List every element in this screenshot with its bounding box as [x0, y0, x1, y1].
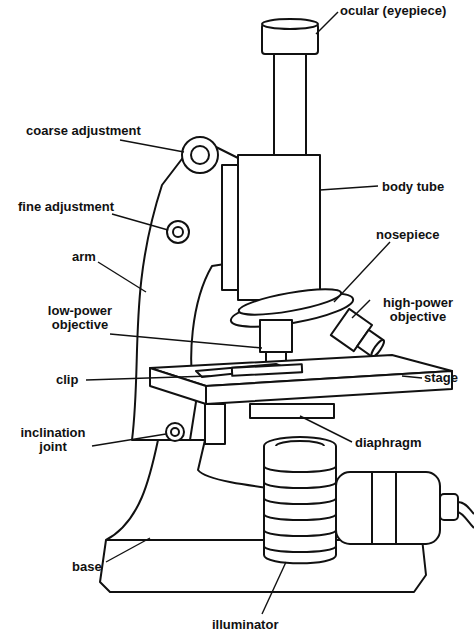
- part-label: arm: [72, 250, 96, 264]
- leader-line: [106, 538, 150, 562]
- joint-hub: [171, 428, 179, 436]
- leader-line: [352, 300, 370, 318]
- body-tube-shape: [238, 155, 320, 300]
- part-label: clip: [56, 373, 78, 387]
- lamp-housing: [336, 472, 440, 544]
- part-label: inclination joint: [8, 426, 98, 454]
- leader-line: [320, 186, 378, 190]
- leader-line: [98, 262, 146, 292]
- nosepiece-top: [237, 284, 343, 320]
- power-cord: [458, 502, 474, 528]
- diaphragm-shape: [250, 404, 334, 418]
- lamp-housing-rib: [372, 472, 396, 544]
- part-label: high-power objective: [366, 296, 470, 324]
- eyepiece-top: [262, 19, 318, 29]
- leader-line: [86, 376, 210, 380]
- leader-line: [300, 416, 352, 442]
- leader-line: [92, 434, 166, 446]
- leader-line: [334, 242, 390, 302]
- fine-knob-hub: [173, 227, 183, 237]
- part-label: body tube: [382, 180, 444, 194]
- part-label: fine adjustment: [18, 200, 114, 214]
- part-label: diaphragm: [355, 436, 421, 450]
- draw-tube: [274, 52, 306, 155]
- part-label: base: [72, 560, 102, 574]
- lamp-coil: [264, 466, 336, 552]
- part-label: coarse adjustment: [26, 124, 141, 138]
- leader-line: [120, 140, 184, 152]
- lamp-body: [264, 446, 336, 563]
- leader-line: [262, 562, 286, 614]
- slide: [232, 364, 302, 376]
- leader-line: [402, 376, 422, 378]
- leader-line: [112, 214, 168, 230]
- part-label: ocular (eyepiece): [340, 4, 446, 18]
- lamp-plug: [440, 494, 458, 520]
- coarse-knob-hub: [191, 146, 209, 164]
- leader-line: [316, 12, 338, 34]
- coarse-knob: [182, 137, 218, 173]
- part-label: low-power objective: [30, 304, 130, 332]
- part-label: stage: [424, 371, 458, 385]
- low-objective-body: [260, 320, 292, 352]
- rack: [222, 165, 238, 290]
- leader-line: [110, 334, 262, 348]
- part-label: illuminator: [212, 618, 278, 632]
- fine-knob: [167, 221, 189, 243]
- condenser-post: [205, 404, 225, 444]
- part-label: nosepiece: [376, 228, 440, 242]
- joint-shape: [166, 423, 184, 441]
